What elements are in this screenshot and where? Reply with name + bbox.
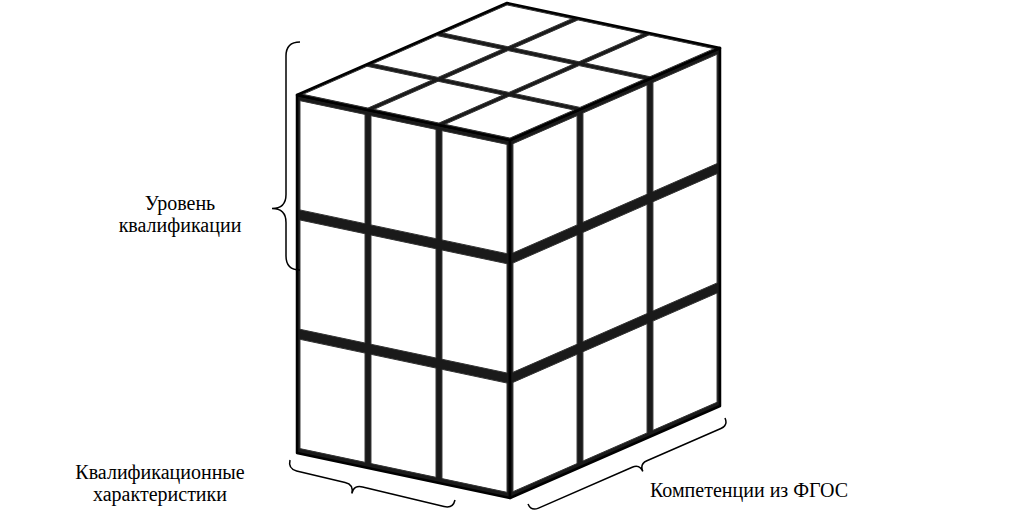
cube-cell bbox=[585, 35, 714, 77]
curly-brace bbox=[290, 460, 455, 507]
cube-cell bbox=[371, 354, 436, 477]
cube-cell bbox=[442, 369, 507, 492]
cube-cell bbox=[653, 54, 717, 191]
cube-face bbox=[297, 95, 510, 498]
cube-cell bbox=[583, 204, 647, 341]
cube bbox=[297, 3, 720, 498]
axis-label: Квалификационные характеристики bbox=[55, 461, 265, 506]
braces bbox=[272, 42, 726, 509]
cube-cell bbox=[371, 116, 436, 239]
cube-cell bbox=[583, 324, 647, 461]
cube-cell bbox=[583, 85, 647, 222]
axis-label: Компетенции из ФГОС bbox=[650, 479, 950, 501]
cube-cell bbox=[442, 131, 507, 254]
cube-cell bbox=[513, 235, 577, 372]
cube-cell bbox=[513, 354, 577, 491]
curly-brace bbox=[272, 42, 300, 270]
axis-label: Уровень квалификации bbox=[100, 192, 260, 237]
cube-cell bbox=[371, 235, 436, 358]
cube-cell bbox=[442, 250, 507, 373]
cube-cell bbox=[653, 174, 717, 311]
cube-face bbox=[297, 3, 720, 140]
cube-cell bbox=[653, 293, 717, 430]
cube-cell bbox=[300, 339, 365, 462]
cube-cell bbox=[513, 116, 577, 253]
cube-cell bbox=[300, 220, 365, 343]
cube-cell bbox=[300, 101, 365, 224]
